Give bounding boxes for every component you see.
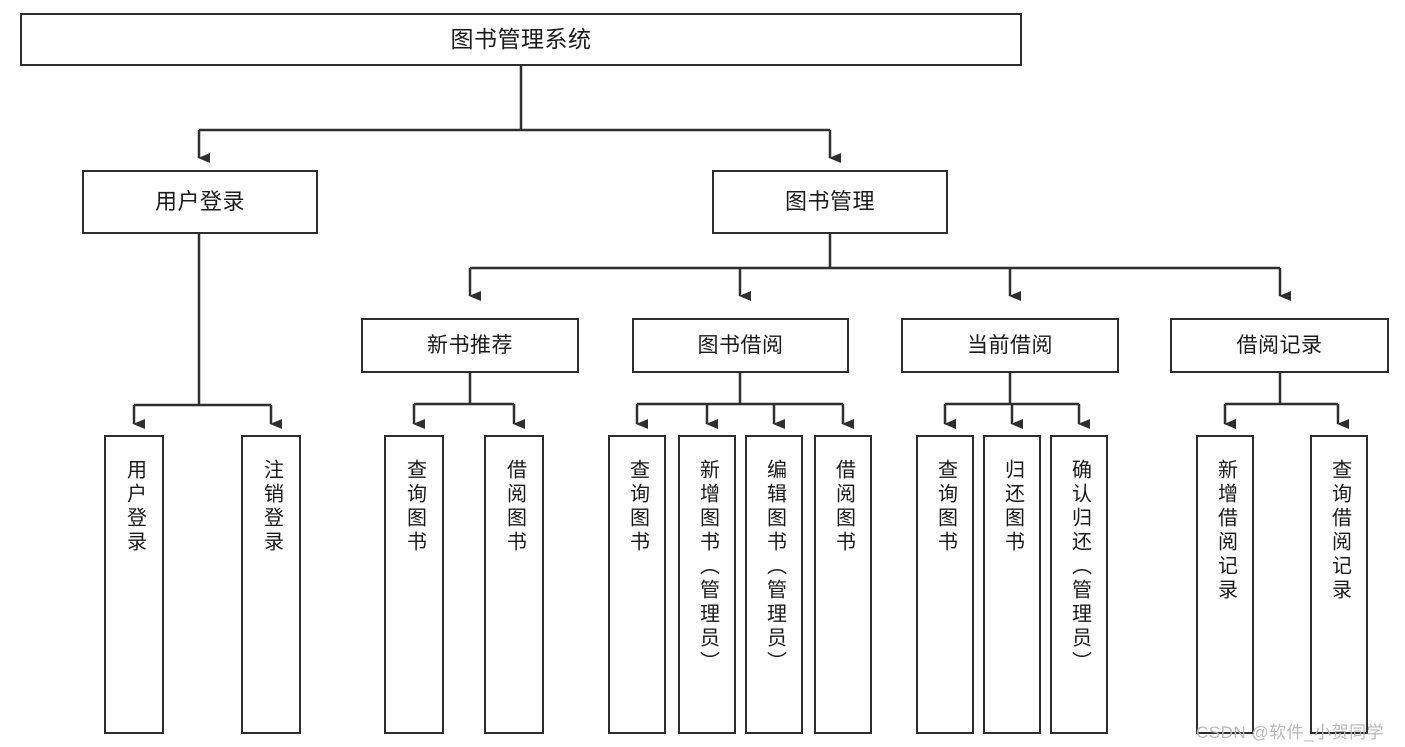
csdn-watermark: CSDN @软件_小贺同学 [1196,723,1385,742]
node-leaf-query-book[interactable]: 查询图书 [916,435,974,734]
node-leaf-label: 查询借阅记录 [1328,459,1351,603]
node-leaf-label: 查询图书 [934,459,957,555]
node-leaf-label: 新增借阅记录 [1214,459,1237,603]
node-leaf-label: 归还图书 [1001,459,1024,555]
node-leaf-query-book[interactable]: 查询图书 [608,435,666,734]
node-l2-borrow-record[interactable]: 借阅记录 [1170,318,1389,373]
node-l2-label: 借阅记录 [1236,333,1323,357]
node-root-book-management-system[interactable]: 图书管理系统 [20,13,1022,66]
node-leaf-add-borrow-record[interactable]: 新增借阅记录 [1196,435,1254,734]
node-l2-new-book-recommend[interactable]: 新书推荐 [361,318,579,373]
node-leaf-add-book-admin[interactable]: 新增图书（管理员） [678,435,736,734]
node-l1-label: 图书管理 [784,188,875,214]
node-l1-book-management[interactable]: 图书管理 [712,170,948,234]
node-leaf-return-book[interactable]: 归还图书 [983,435,1041,734]
node-l2-label: 图书借阅 [697,333,784,357]
node-l1-user-login[interactable]: 用户登录 [82,170,318,234]
node-leaf-edit-book-admin[interactable]: 编辑图书（管理员） [745,435,803,734]
node-leaf-query-book[interactable]: 查询图书 [384,435,444,734]
node-l2-book-borrow[interactable]: 图书借阅 [632,318,849,373]
node-leaf-label: 编辑图书（管理员） [763,459,786,675]
node-leaf-label: 新增图书（管理员） [696,459,719,675]
node-l1-label: 用户登录 [154,188,245,214]
node-leaf-query-borrow-record[interactable]: 查询借阅记录 [1310,435,1368,734]
node-leaf-confirm-return-admin[interactable]: 确认归还（管理员） [1050,435,1108,734]
node-leaf-label: 查询图书 [626,459,649,555]
node-leaf-borrow-book[interactable]: 借阅图书 [484,435,544,734]
node-root-label: 图书管理系统 [450,25,592,52]
node-l2-label: 当前借阅 [967,333,1053,357]
node-leaf-logout[interactable]: 注销登录 [241,435,301,734]
node-leaf-user-login[interactable]: 用户登录 [104,435,164,734]
node-l2-current-borrow[interactable]: 当前借阅 [901,318,1119,373]
node-leaf-label: 注销登录 [260,459,283,555]
node-leaf-label: 借阅图书 [832,459,855,555]
node-leaf-label: 查询图书 [403,459,426,555]
node-leaf-borrow-book[interactable]: 借阅图书 [814,435,872,734]
node-leaf-label: 用户登录 [123,459,146,555]
node-leaf-label: 确认归还（管理员） [1068,459,1091,675]
node-l2-label: 新书推荐 [427,333,513,357]
node-leaf-label: 借阅图书 [503,459,526,555]
